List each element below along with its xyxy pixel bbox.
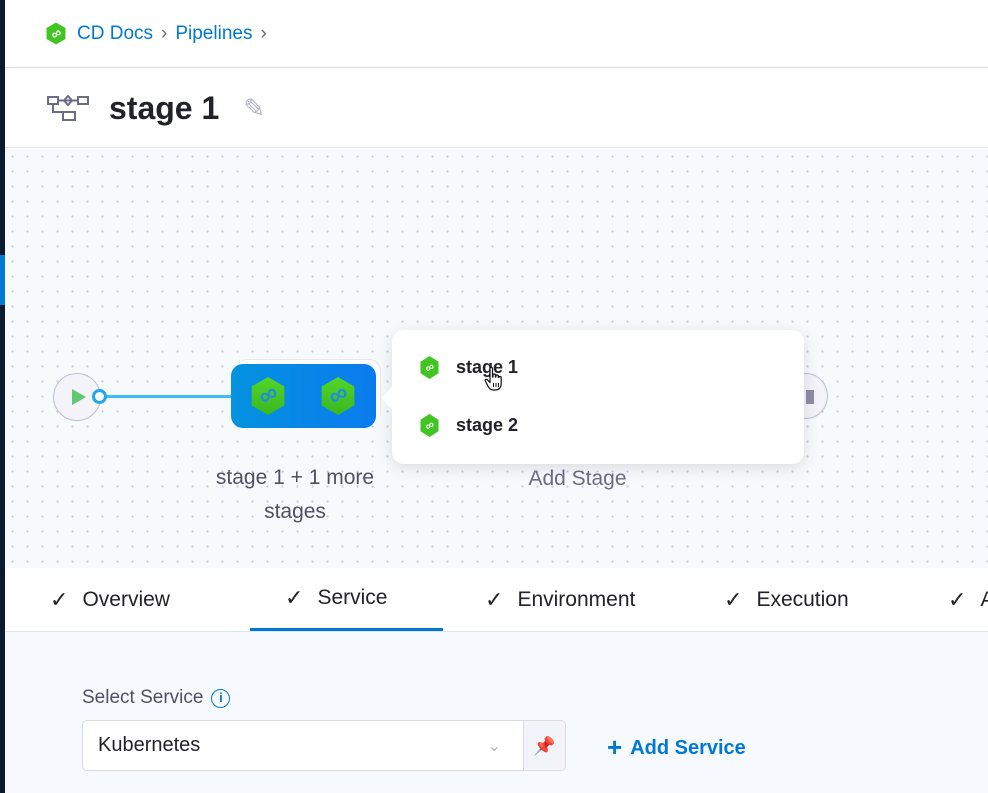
add-service-button[interactable]: + Add Service xyxy=(607,732,746,763)
page-header: stage 1 ✎ xyxy=(5,69,988,148)
cd-module-icon xyxy=(46,22,66,45)
pencil-icon[interactable]: ✎ xyxy=(243,92,266,123)
start-port[interactable] xyxy=(92,389,107,404)
page-title: stage 1 xyxy=(109,89,220,126)
nav-selected-indicator xyxy=(0,255,5,305)
stage-group-node[interactable] xyxy=(231,364,376,428)
add-stage-label[interactable]: Add Stage xyxy=(528,467,627,490)
tab-execution[interactable]: ✓ Execution xyxy=(724,568,849,631)
tab-overview[interactable]: ✓ Overview xyxy=(50,568,170,631)
stage-tabs: ✓ Overview ✓ Service ✓ Environment ✓ Executi… xyxy=(5,568,988,632)
tab-label: A xyxy=(980,587,988,611)
tab-label: Overview xyxy=(82,587,170,611)
left-nav-bar xyxy=(0,0,5,793)
pipeline-stage-icon xyxy=(47,94,89,121)
hand-cursor-icon xyxy=(484,366,502,391)
deploy-stage-icon xyxy=(321,377,355,415)
tab-label: Execution xyxy=(756,587,849,611)
service-select-value: Kubernetes xyxy=(98,734,201,756)
tab-service[interactable]: ✓ Service xyxy=(250,568,443,631)
popover-item-stage-2[interactable]: stage 2 xyxy=(419,414,518,437)
check-icon: ✓ xyxy=(50,586,69,612)
tab-label: Environment xyxy=(517,587,636,611)
breadcrumb-cd-docs[interactable]: CD Docs xyxy=(77,22,154,44)
select-service-label: Select Service i xyxy=(82,687,231,709)
service-form: Select Service i Kubernetes ⌄ 📌 + Add Servi… xyxy=(5,632,988,793)
service-select[interactable]: Kubernetes ⌄ xyxy=(82,720,524,771)
add-service-label: Add Service xyxy=(630,737,746,759)
check-icon: ✓ xyxy=(948,586,967,612)
label-text: Select Service xyxy=(82,687,204,708)
deploy-stage-icon xyxy=(251,377,285,415)
popover-item-label: stage 2 xyxy=(456,415,519,435)
connector-line xyxy=(106,395,232,398)
popover-item-label: stage 1 xyxy=(456,357,519,377)
check-icon: ✓ xyxy=(285,585,304,610)
tab-label: Service xyxy=(317,586,388,609)
deploy-stage-icon xyxy=(420,414,439,437)
chevron-down-icon: ⌄ xyxy=(487,737,501,755)
breadcrumb-pipelines[interactable]: Pipelines xyxy=(175,22,253,44)
tab-advanced[interactable]: ✓A xyxy=(948,568,988,631)
chevron-right-icon: › xyxy=(260,22,267,44)
check-icon: ✓ xyxy=(724,586,743,612)
deploy-stage-icon xyxy=(420,356,439,379)
stage-group-label: stage 1 + 1 more stages xyxy=(215,466,375,523)
popover-item-stage-1[interactable]: stage 1 xyxy=(419,356,518,379)
plus-icon: + xyxy=(607,732,623,762)
breadcrumb: CD Docs › Pipelines › xyxy=(5,0,988,68)
tab-environment[interactable]: ✓ Environment xyxy=(485,568,635,631)
chevron-right-icon: › xyxy=(161,22,168,44)
info-icon[interactable]: i xyxy=(211,688,231,708)
stage-group-popover: stage 1 stage 2 xyxy=(382,330,804,464)
pin-icon[interactable]: 📌 xyxy=(524,720,566,771)
check-icon: ✓ xyxy=(485,586,504,612)
